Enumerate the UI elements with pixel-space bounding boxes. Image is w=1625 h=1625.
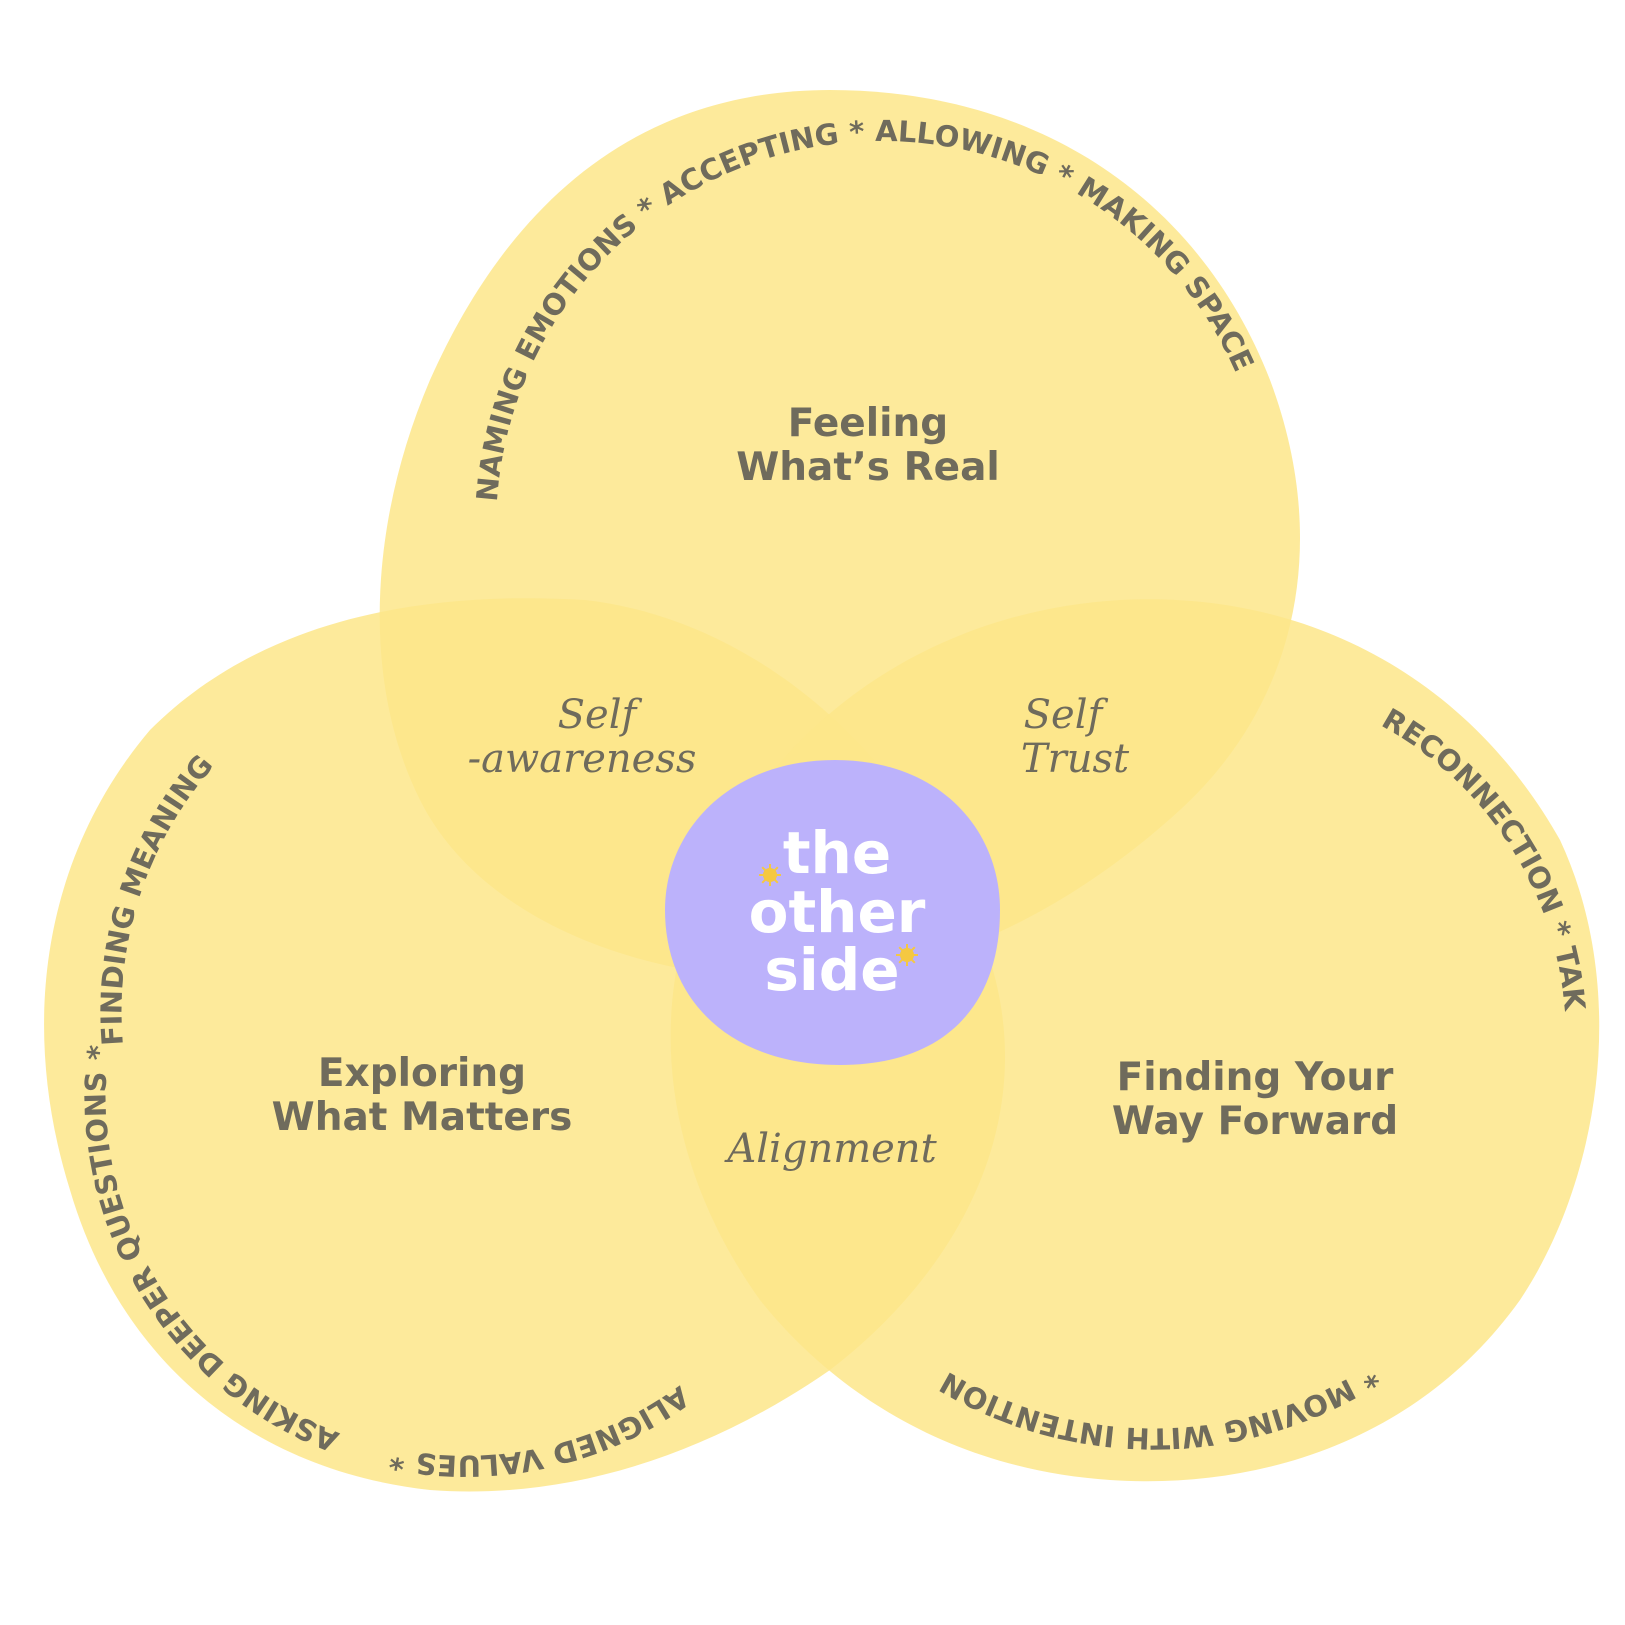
overlap-self-awareness-line-2: -awareness bbox=[468, 736, 697, 782]
overlap-self-awareness-line-1: Self bbox=[558, 692, 643, 738]
title-top-line-2: What’s Real bbox=[736, 445, 1000, 490]
sparkle-ray bbox=[906, 946, 916, 956]
logo-line-1: the bbox=[783, 819, 891, 887]
sparkle-ray bbox=[769, 866, 779, 876]
sparkle-ray bbox=[761, 874, 771, 884]
sparkle-ray bbox=[898, 946, 908, 956]
logo-line-2: other bbox=[749, 878, 926, 946]
sparkle-icon bbox=[759, 864, 781, 886]
logo-line-3: side bbox=[764, 936, 899, 1004]
sparkle-ray bbox=[906, 954, 916, 964]
center-logo-blob bbox=[665, 760, 1000, 1065]
title-right-line-1: Finding Your bbox=[1117, 1055, 1395, 1100]
sparkle-ray bbox=[898, 954, 908, 964]
overlap-alignment: Alignment bbox=[723, 1126, 937, 1172]
title-right-line-2: Way Forward bbox=[1112, 1099, 1398, 1144]
title-top-line-1: Feeling bbox=[788, 401, 948, 446]
sparkle-icon bbox=[896, 944, 918, 966]
title-left-line-1: Exploring bbox=[318, 1051, 526, 1096]
overlap-self-trust-line-2: Trust bbox=[1021, 736, 1130, 782]
sparkle-ray bbox=[761, 866, 771, 876]
sparkle-ray bbox=[769, 874, 779, 884]
overlap-self-trust-line-1: Self bbox=[1024, 692, 1109, 738]
title-left-line-2: What Matters bbox=[272, 1095, 573, 1140]
